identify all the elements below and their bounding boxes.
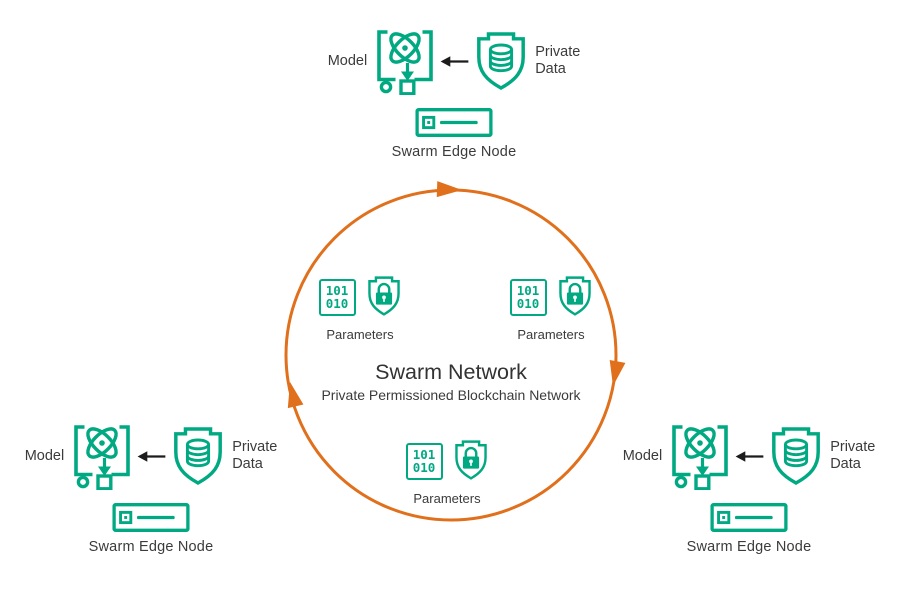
private-data-shield-icon [171,426,225,486]
private-data-shield-icon [474,31,528,91]
network-title: Swarm Network [375,360,527,384]
model-icon [670,422,730,490]
binary-code-icon: 101 010 [405,442,443,480]
binary-code-icon: 101 010 [509,278,547,316]
binary-line-top: 101 [412,447,436,462]
model-label: Model [327,52,368,69]
binary-line-top: 101 [325,283,349,298]
binary-line-bottom: 010 [516,296,540,311]
parameters-icons: 101 010 [303,276,417,318]
server-node-icon [710,503,788,532]
swarm-edge-node-label: Swarm Edge Node [88,539,214,555]
parameters-label: Parameters [413,491,481,506]
network-subtitle: Private Permissioned Blockchain Network [321,387,581,403]
left-arrow-icon [137,450,166,463]
server-node-icon [415,108,493,137]
parameters-group-upper-left: 101 010 Parameters [303,276,417,342]
private-data-label: Private Data [535,44,581,77]
parameters-label: Parameters [517,327,585,342]
private-data-label: Private Data [830,439,876,472]
parameters-group-bottom: 101 010 Parameters [390,440,504,506]
model-icon [72,422,132,490]
left-arrow-icon [440,55,469,68]
private-data-shield-icon [769,426,823,486]
model-data-row: Model Private Data [623,422,875,490]
edge-node-group-bottom-right: Model Private Data Swarm Edge Node [623,422,875,556]
swarm-edge-node-label: Swarm Edge Node [391,144,517,160]
model-data-row: Model Private Data [328,27,580,95]
model-icon [375,27,435,95]
cycle-arrowhead-top [436,181,462,198]
network-caption: Swarm Network Private Permissioned Block… [225,360,677,403]
edge-node-group-bottom-left: Model Private Data Swarm Edge Node [25,422,277,556]
parameters-label: Parameters [326,327,394,342]
cycle-arrowhead-left [287,382,304,409]
lock-shield-icon [557,276,593,318]
model-label: Model [622,447,663,464]
model-label: Model [24,447,65,464]
parameters-icons: 101 010 [390,440,504,482]
private-data-label: Private Data [232,439,278,472]
binary-line-bottom: 010 [325,296,349,311]
parameters-icons: 101 010 [494,276,608,318]
cycle-arrowhead-right [609,359,626,386]
swarm-edge-node-label: Swarm Edge Node [686,539,812,555]
binary-line-top: 101 [516,283,540,298]
model-data-row: Model Private Data [25,422,277,490]
parameters-group-upper-right: 101 010 Parameters [494,276,608,342]
lock-shield-icon [453,440,489,482]
lock-shield-icon [366,276,402,318]
binary-code-icon: 101 010 [318,278,356,316]
server-node-icon [112,503,190,532]
edge-node-group-top: Model Private Data Swarm Edge Node [328,27,580,161]
left-arrow-icon [735,450,764,463]
binary-line-bottom: 010 [412,460,436,475]
